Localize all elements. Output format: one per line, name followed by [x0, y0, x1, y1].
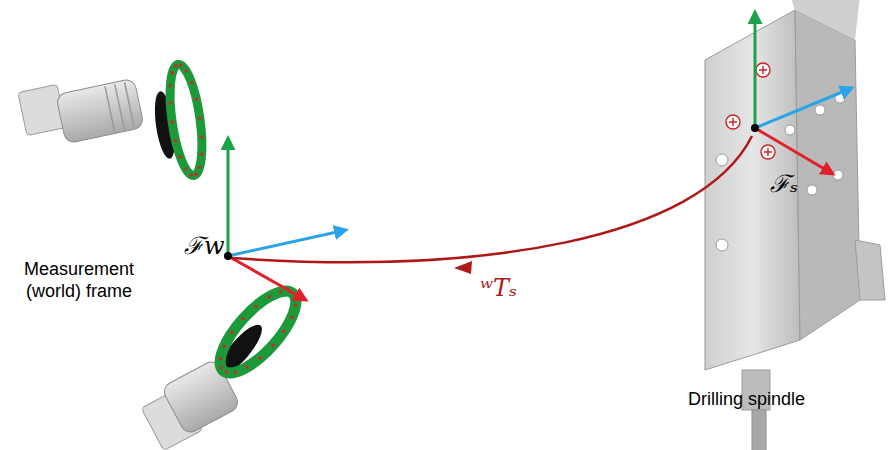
led-dot: [190, 173, 194, 177]
frame-symbol: ℱw: [184, 232, 225, 260]
led-dot: [184, 69, 188, 73]
part-label: Drilling spindle: [688, 388, 805, 410]
led-dot: [254, 304, 258, 308]
led-dot: [222, 345, 226, 349]
led-dot: [290, 316, 294, 320]
led-dot: [267, 295, 271, 299]
led-dot: [219, 357, 223, 361]
led-dot: [245, 365, 249, 369]
drilling-spindle: [705, 0, 885, 450]
led-dot: [184, 167, 188, 171]
world-frame-axes: [224, 138, 346, 300]
camera-bottom: [141, 280, 307, 450]
frame-symbol: ℱₛ: [770, 170, 798, 198]
led-dot: [195, 97, 199, 101]
led-dot: [230, 331, 234, 335]
frame-caption: Measurement (world) frame: [4, 258, 154, 302]
led-dot: [170, 120, 174, 124]
led-dot: [190, 81, 194, 85]
led-dot: [179, 155, 183, 159]
led-dot: [174, 64, 178, 68]
camera-top: [18, 63, 208, 178]
transform-label: ʷTₛ: [480, 274, 517, 302]
led-dot: [279, 290, 283, 294]
led-dot: [198, 116, 202, 120]
led-dot: [169, 101, 173, 105]
led-dot: [225, 371, 229, 375]
led-dot: [169, 84, 173, 88]
led-dot: [171, 71, 175, 75]
led-dot: [294, 303, 298, 307]
led-dot: [241, 317, 245, 321]
led-dot: [179, 63, 183, 67]
led-dot: [174, 139, 178, 143]
led-dot: [271, 344, 275, 348]
spindle-frame-axes: [751, 12, 852, 174]
led-dot: [219, 366, 223, 370]
transform-arrow: [232, 136, 752, 274]
led-dot: [200, 152, 204, 156]
led-dot: [234, 370, 238, 374]
led-dot: [258, 356, 262, 360]
led-dot: [198, 165, 202, 169]
led-dot: [200, 135, 204, 139]
led-dot: [282, 330, 286, 334]
led-dot: [194, 173, 198, 177]
